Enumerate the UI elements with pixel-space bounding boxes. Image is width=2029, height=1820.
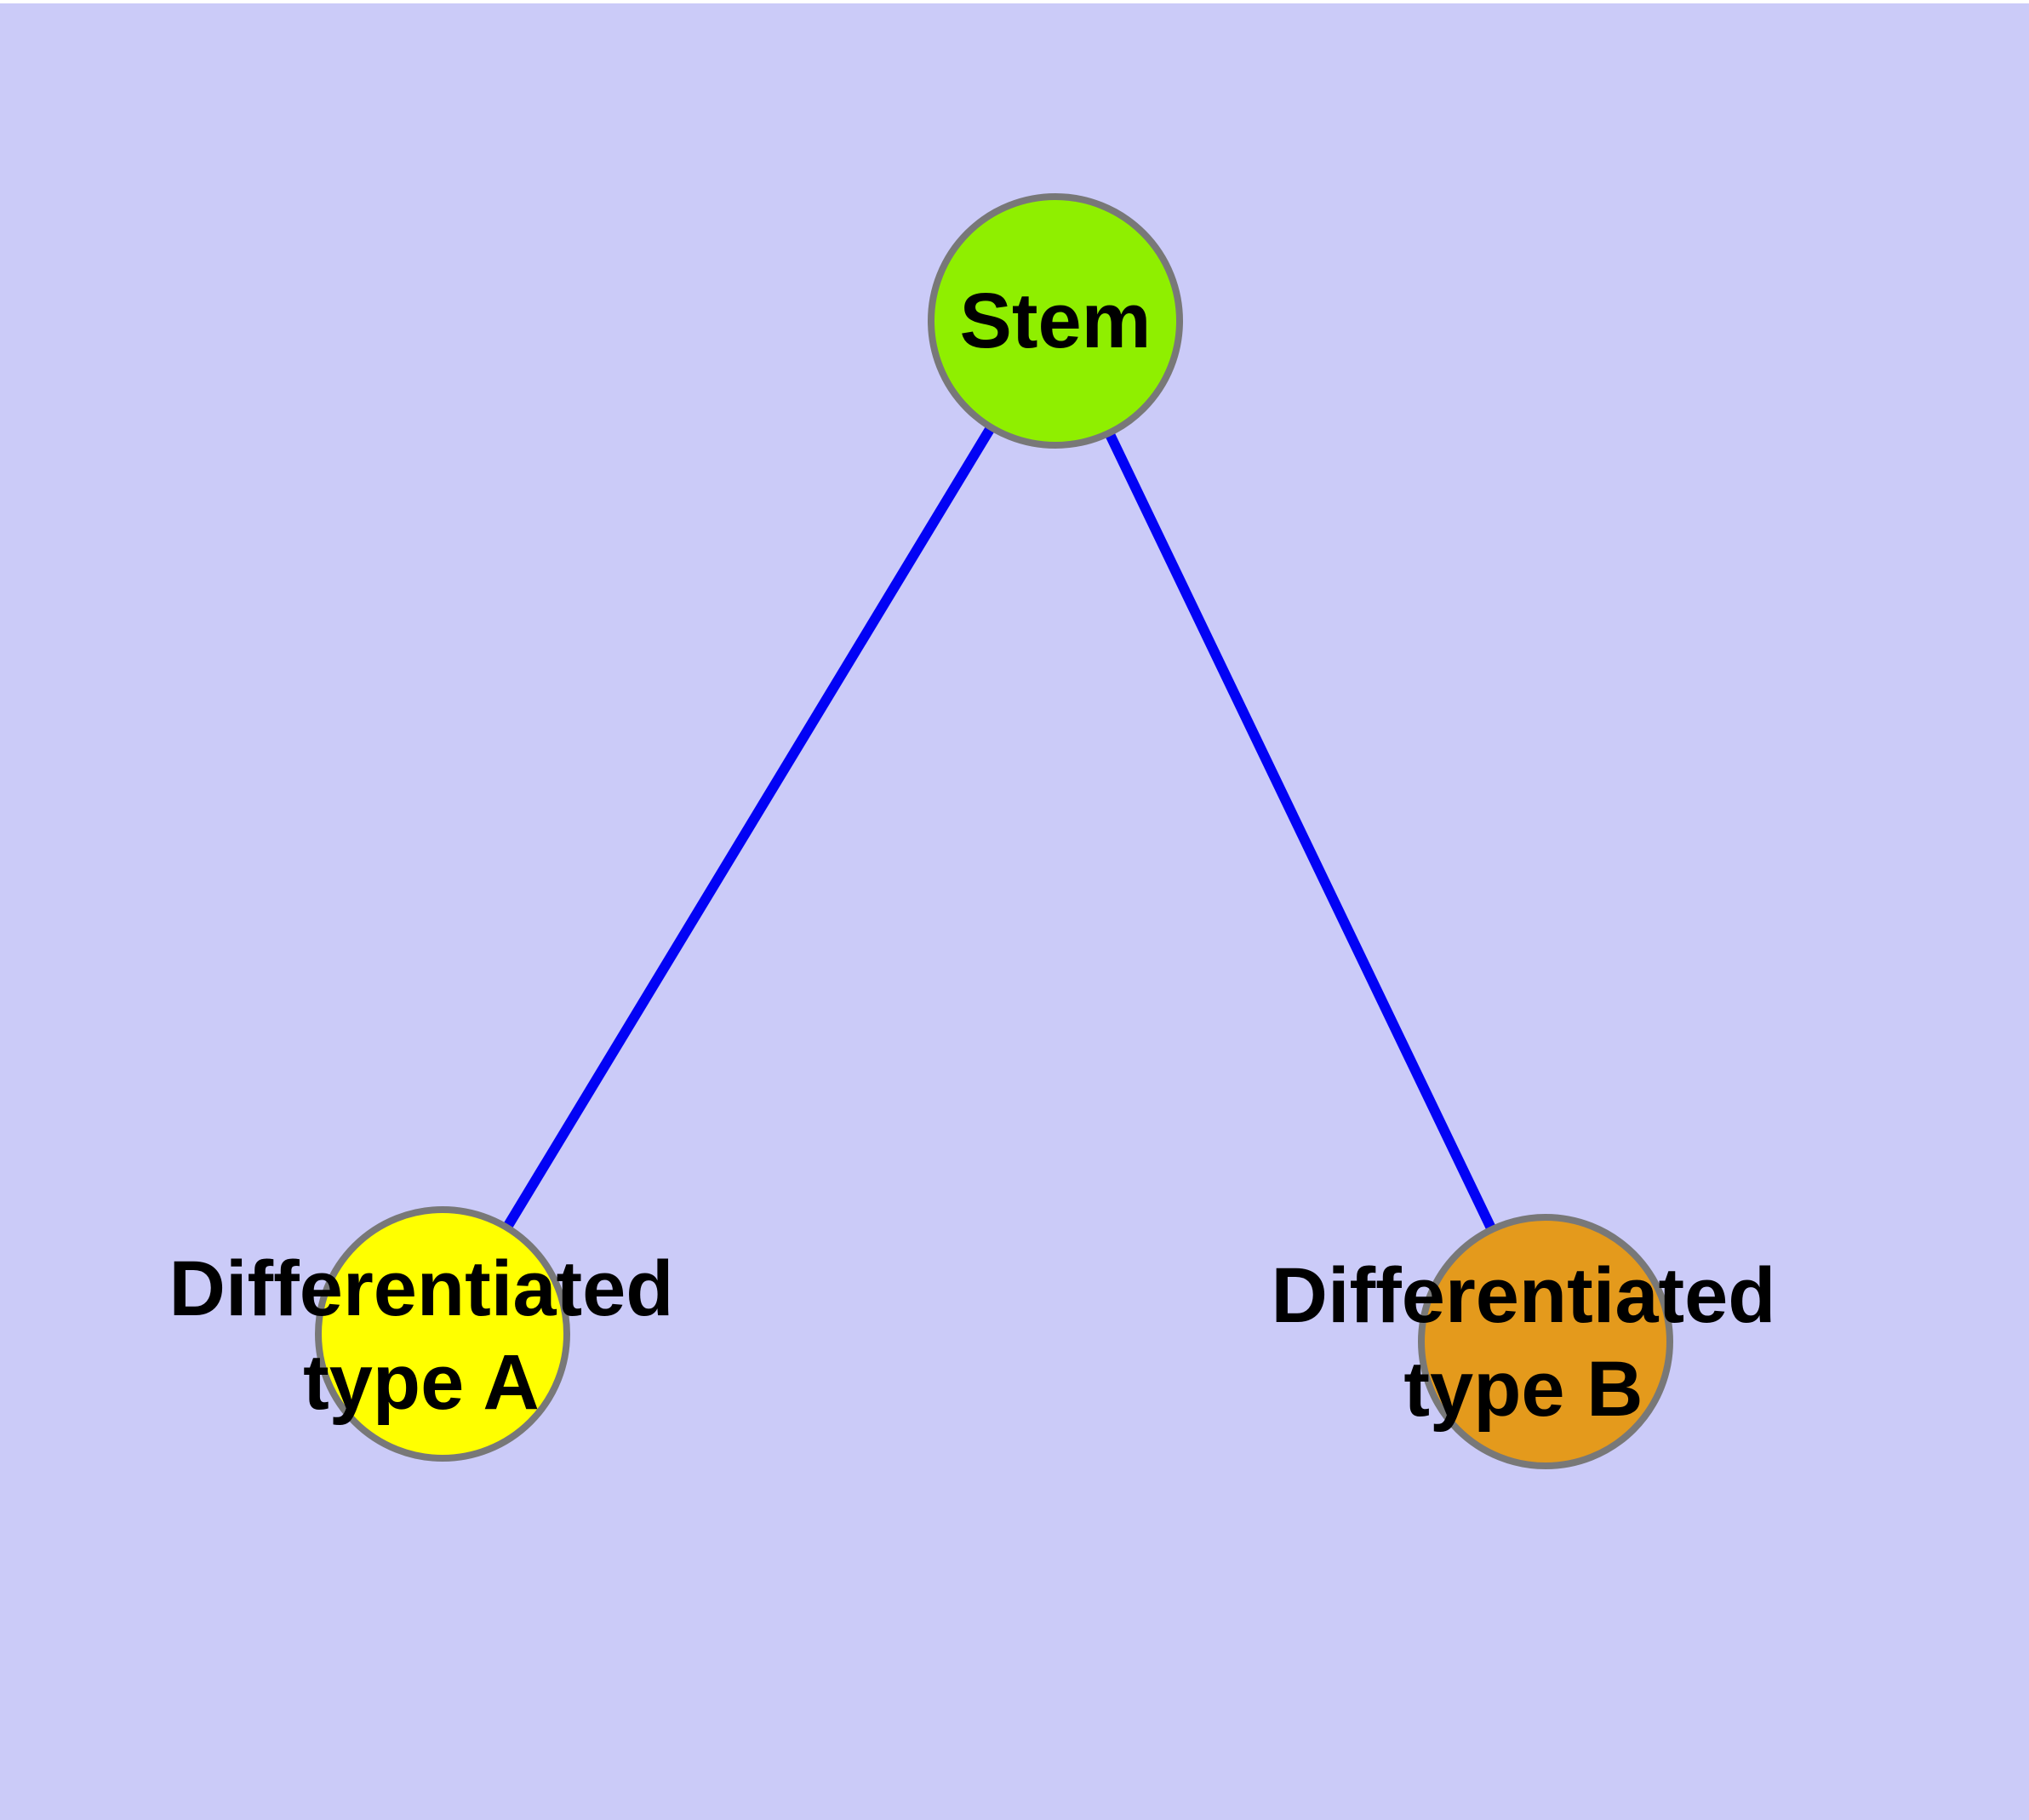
node-differentiated-type-a: [315, 1206, 570, 1462]
node-label-stem: Stem: [959, 278, 1152, 364]
node-differentiated-type-b: [1418, 1214, 1673, 1469]
diagram-canvas: Stem Differentiated type A Differentiate…: [0, 3, 2029, 1820]
node-stem: [928, 193, 1183, 449]
edge-stem-to-type-a: [437, 318, 1060, 1337]
node-label-differentiated-type-a: Differentiated type A: [169, 1245, 674, 1426]
node-label-differentiated-type-b: Differentiated type B: [1271, 1252, 1776, 1433]
edge-layer: [437, 318, 1551, 1344]
edge-stem-to-type-b: [1050, 318, 1551, 1344]
